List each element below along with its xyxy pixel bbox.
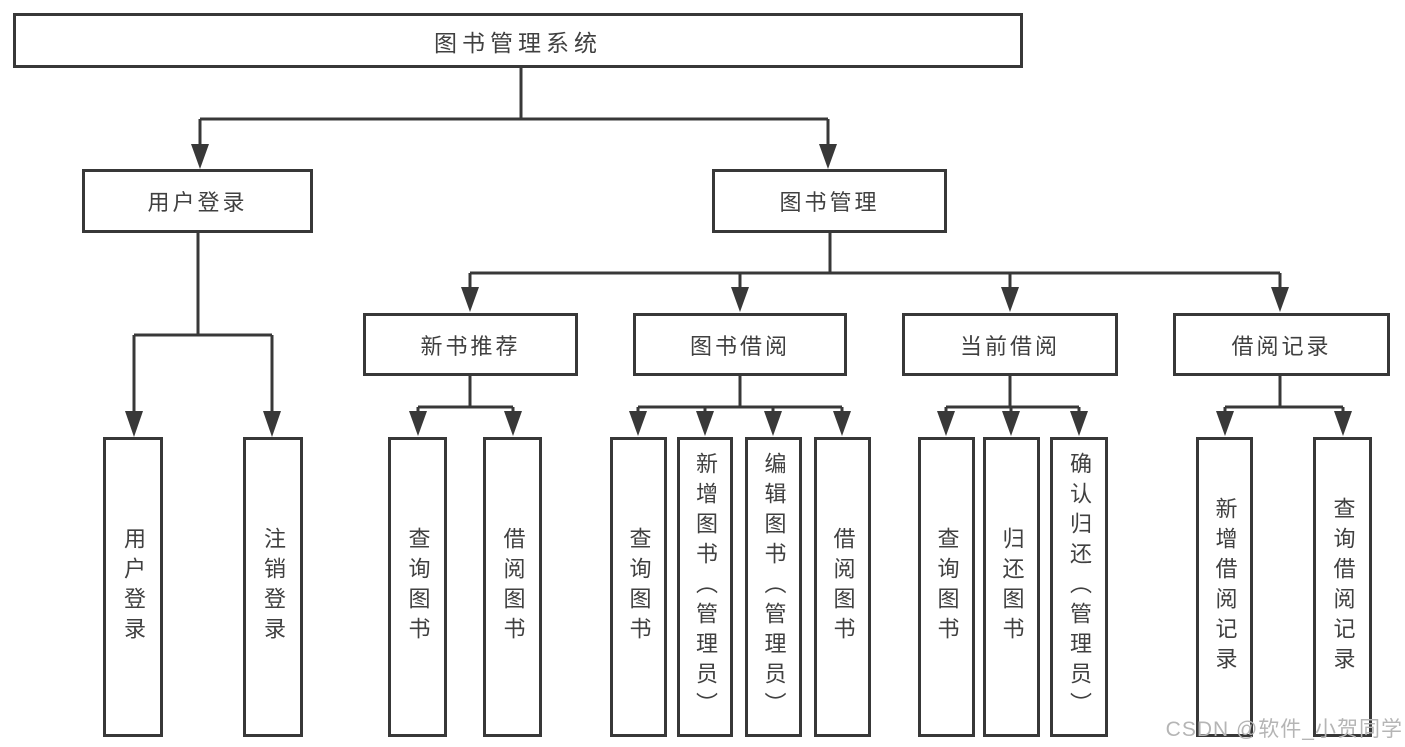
leaf-query-borrow-record: 查询借阅记录 bbox=[1313, 437, 1372, 737]
node-current-borrow: 当前借阅 bbox=[902, 313, 1118, 376]
leaf-label: 查询图书 bbox=[934, 527, 960, 647]
leaf-label: 查询图书 bbox=[405, 527, 431, 647]
leaf-add-book-admin: 新增图书（管理员） bbox=[677, 437, 733, 737]
node-borrow-records: 借阅记录 bbox=[1173, 313, 1390, 376]
leaf-confirm-return-admin: 确认归还（管理员） bbox=[1050, 437, 1108, 737]
leaf-edit-book-admin: 编辑图书（管理员） bbox=[745, 437, 802, 737]
leaf-query-books-borrow: 查询图书 bbox=[610, 437, 667, 737]
leaf-label: 借阅图书 bbox=[500, 527, 526, 647]
leaf-user-login: 用户登录 bbox=[103, 437, 163, 737]
leaf-label: 编辑图书（管理员） bbox=[761, 452, 787, 722]
node-book-borrow: 图书借阅 bbox=[633, 313, 847, 376]
node-root: 图书管理系统 bbox=[13, 13, 1023, 68]
leaf-label: 新增借阅记录 bbox=[1212, 497, 1238, 677]
leaf-label: 查询借阅记录 bbox=[1330, 497, 1356, 677]
leaf-label: 确认归还（管理员） bbox=[1067, 452, 1092, 722]
node-book-management: 图书管理 bbox=[712, 169, 947, 233]
leaf-label: 查询图书 bbox=[626, 527, 652, 647]
arrowhead-icons bbox=[125, 144, 1352, 437]
leaf-logout: 注销登录 bbox=[243, 437, 303, 737]
leaf-add-borrow-record: 新增借阅记录 bbox=[1196, 437, 1253, 737]
leaf-label: 借阅图书 bbox=[830, 527, 856, 647]
leaf-label: 用户登录 bbox=[121, 527, 146, 647]
leaf-return-books: 归还图书 bbox=[983, 437, 1040, 737]
leaf-query-books-current: 查询图书 bbox=[918, 437, 975, 737]
csdn-watermark: CSDN @软件_小贺同学 bbox=[1165, 718, 1403, 741]
node-new-book-recommend: 新书推荐 bbox=[363, 313, 578, 376]
leaf-borrow-books-recommend: 借阅图书 bbox=[483, 437, 542, 737]
leaf-label: 归还图书 bbox=[999, 527, 1025, 647]
leaf-label: 注销登录 bbox=[261, 527, 286, 647]
leaf-query-books-recommend: 查询图书 bbox=[388, 437, 447, 737]
leaf-borrow-books: 借阅图书 bbox=[814, 437, 871, 737]
node-user-login: 用户登录 bbox=[82, 169, 313, 233]
leaf-label: 新增图书（管理员） bbox=[693, 452, 718, 722]
